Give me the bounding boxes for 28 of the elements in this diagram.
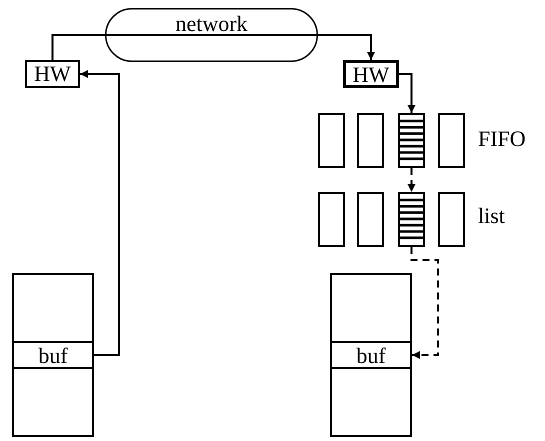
slot-box — [438, 192, 465, 247]
striped-slot-box — [398, 192, 425, 247]
rounded-terminal — [105, 8, 318, 62]
arrow — [318, 34, 375, 60]
node-label: HW — [352, 64, 390, 86]
arrow — [410, 247, 439, 359]
arrow — [80, 70, 120, 356]
row-label: list — [478, 205, 505, 227]
node-label: HW — [34, 63, 71, 85]
slot-box — [318, 113, 345, 168]
buffer-cell — [12, 341, 94, 369]
arrow — [408, 168, 416, 192]
slot-box — [438, 113, 465, 168]
buffer-column — [12, 273, 94, 437]
process-box — [343, 60, 399, 88]
buffer-cell — [330, 341, 412, 369]
slot-box — [357, 192, 384, 247]
node-label: buf — [38, 345, 68, 367]
arrow — [399, 73, 416, 113]
node-label: buf — [356, 345, 386, 367]
process-box — [25, 60, 80, 88]
node-label: network — [175, 13, 248, 35]
row-label: FIFO — [478, 128, 526, 150]
slot-box — [357, 113, 384, 168]
connector-line — [52, 34, 105, 60]
slot-box — [318, 192, 345, 247]
buffer-column — [330, 273, 412, 437]
striped-slot-box — [398, 113, 425, 168]
